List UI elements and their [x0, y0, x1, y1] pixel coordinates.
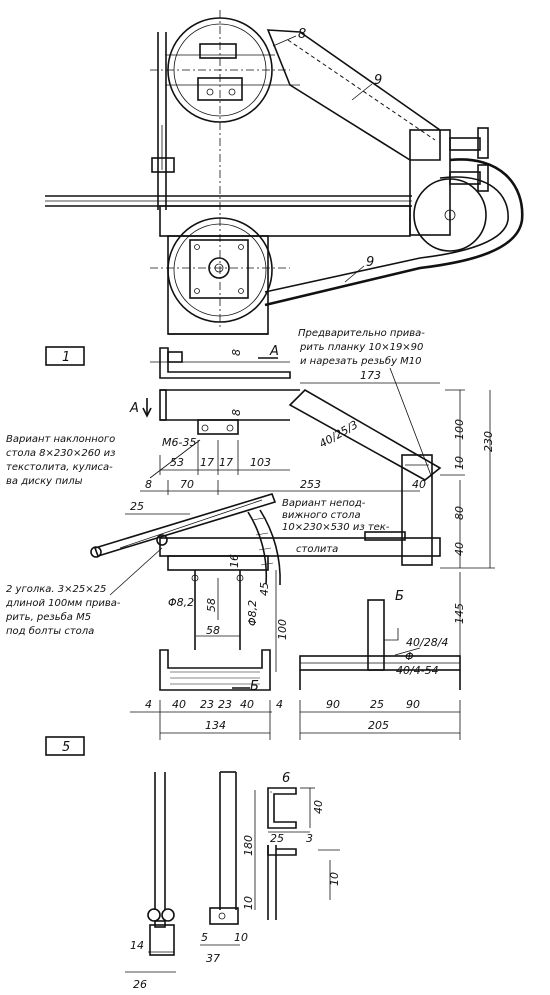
section-mark-a-left: А [129, 401, 139, 416]
part-label-6: 6 [282, 771, 290, 786]
dim-8-b: 8 [230, 409, 243, 416]
dimension-texts: 173 8 8 100 230 10 40 80 40 145 М6-35 53… [130, 349, 495, 991]
dim-8-a: 8 [230, 349, 243, 356]
note-tilt-table-1: Вариант наклонного [6, 434, 115, 445]
view-number-frame-5 [45, 736, 85, 756]
dimension-lines [125, 382, 495, 973]
dim-16: 16 [228, 554, 241, 568]
dim-23-b: 23 [218, 698, 232, 711]
dim-phi-8-2-a: Φ8,2 [168, 596, 194, 609]
dim-40-e: 40 [312, 800, 325, 814]
view-number-5: 5 [62, 740, 70, 755]
section-mark-b: Б [250, 679, 259, 694]
view-b: Б [299, 589, 461, 690]
note-fixed-table-4: столита [296, 544, 338, 555]
dim-10-c: 10 [242, 896, 255, 910]
fig5-side-view [147, 772, 175, 956]
note-pre-plank-2: рить планку 10×19×90 [299, 342, 423, 353]
fixed-table [159, 537, 441, 557]
dim-phi: Φ [405, 650, 414, 663]
dim-3: 3 [306, 832, 313, 845]
fig5-front-view [209, 771, 239, 925]
dim-4-b: 4 [276, 698, 283, 711]
note-angles-1: 2 уголка. 3×25×25 [6, 584, 106, 595]
dim-8-c: 8 [145, 478, 152, 491]
note-fixed-table-2: вижного стола [282, 510, 361, 521]
view-number-1: 1 [62, 350, 70, 365]
note-tilt-table-2: стола 8×230×260 из [6, 448, 115, 459]
note-pre-plank-3: и нарезать резьбу М10 [300, 355, 422, 367]
frame-arm [266, 29, 441, 161]
dim-80: 80 [453, 506, 466, 520]
note-pre-plank-1: Предварительно прива- [298, 328, 425, 339]
dim-253: 253 [300, 478, 321, 491]
dim-90-b: 90 [406, 698, 420, 711]
dim-25-b: 25 [370, 698, 384, 711]
dim-40-b: 40 [453, 542, 466, 556]
table-detail-view: А А 40/25/3 [90, 344, 442, 694]
dim-100-a: 100 [453, 419, 466, 440]
part-label-9-top: 9 [374, 73, 382, 88]
dim-53: 53 [170, 456, 184, 469]
dim-25-a: 25 [130, 500, 144, 513]
dim-25-c: 25 [270, 832, 284, 845]
dim-23-a: 23 [200, 698, 214, 711]
dim-10-b: 10 [328, 872, 341, 886]
note-angles-2: длиной 100мм прива- [5, 598, 121, 609]
dim-40-28-4: 40/28/4 [406, 636, 448, 649]
dim-58-h: 58 [206, 624, 220, 637]
dim-173: 173 [360, 369, 381, 382]
dim-103: 103 [250, 456, 271, 469]
dim-134: 134 [205, 719, 226, 732]
note-tilt-table-3: текстолита, кулиса- [6, 462, 113, 473]
dim-14: 14 [130, 939, 144, 952]
saw-frame-view: 8 9 9 [45, 10, 524, 335]
section-mark-a-top: А [269, 344, 279, 359]
note-tilt-table-4: ва диску пилы [6, 476, 83, 487]
tension-pulley [413, 178, 487, 252]
dim-100-b: 100 [276, 619, 289, 640]
dim-70: 70 [180, 478, 194, 491]
note-angles-4: под болты стола [6, 625, 94, 637]
note-fixed-table-1: Вариант непод- [282, 498, 366, 509]
note-fixed-table-3: 10×230×530 из тек- [282, 522, 390, 533]
dim-phi-8-2-b: Φ8,2 [246, 600, 259, 626]
tilting-table [93, 493, 277, 557]
part-label-9-bottom: 9 [366, 255, 374, 270]
label-m6-35: М6-35 [162, 436, 196, 449]
dim-145: 145 [453, 603, 466, 624]
dim-90-a: 90 [326, 698, 340, 711]
dim-180: 180 [242, 835, 255, 856]
dim-5: 5 [201, 931, 208, 944]
dim-40-a: 40 [412, 478, 426, 491]
view-number-frame-1 [45, 346, 85, 366]
dim-40-4-54: 40/4-54 [396, 664, 439, 677]
view-b-label: Б [395, 589, 404, 604]
dim-10-d: 10 [234, 931, 248, 944]
dim-17-a: 17 [200, 456, 214, 469]
drive-belt [264, 158, 524, 307]
dim-37: 37 [206, 952, 220, 965]
dim-26: 26 [133, 978, 147, 991]
dim-4-a: 4 [145, 698, 152, 711]
dim-45: 45 [258, 582, 271, 596]
dim-58-v: 58 [205, 598, 218, 612]
dim-205: 205 [368, 719, 389, 732]
dim-230: 230 [482, 431, 495, 452]
dim-40-c: 40 [172, 698, 186, 711]
dim-40-d: 40 [240, 698, 254, 711]
notes: Предварительно прива- рить планку 10×19×… [5, 328, 425, 637]
note-angles-3: рить, резьба М5 [5, 611, 91, 623]
part-label-8: 8 [298, 27, 306, 42]
dim-17-b: 17 [219, 456, 233, 469]
dim-10-a: 10 [453, 456, 466, 470]
fig5-profile-section: 6 [267, 771, 297, 920]
